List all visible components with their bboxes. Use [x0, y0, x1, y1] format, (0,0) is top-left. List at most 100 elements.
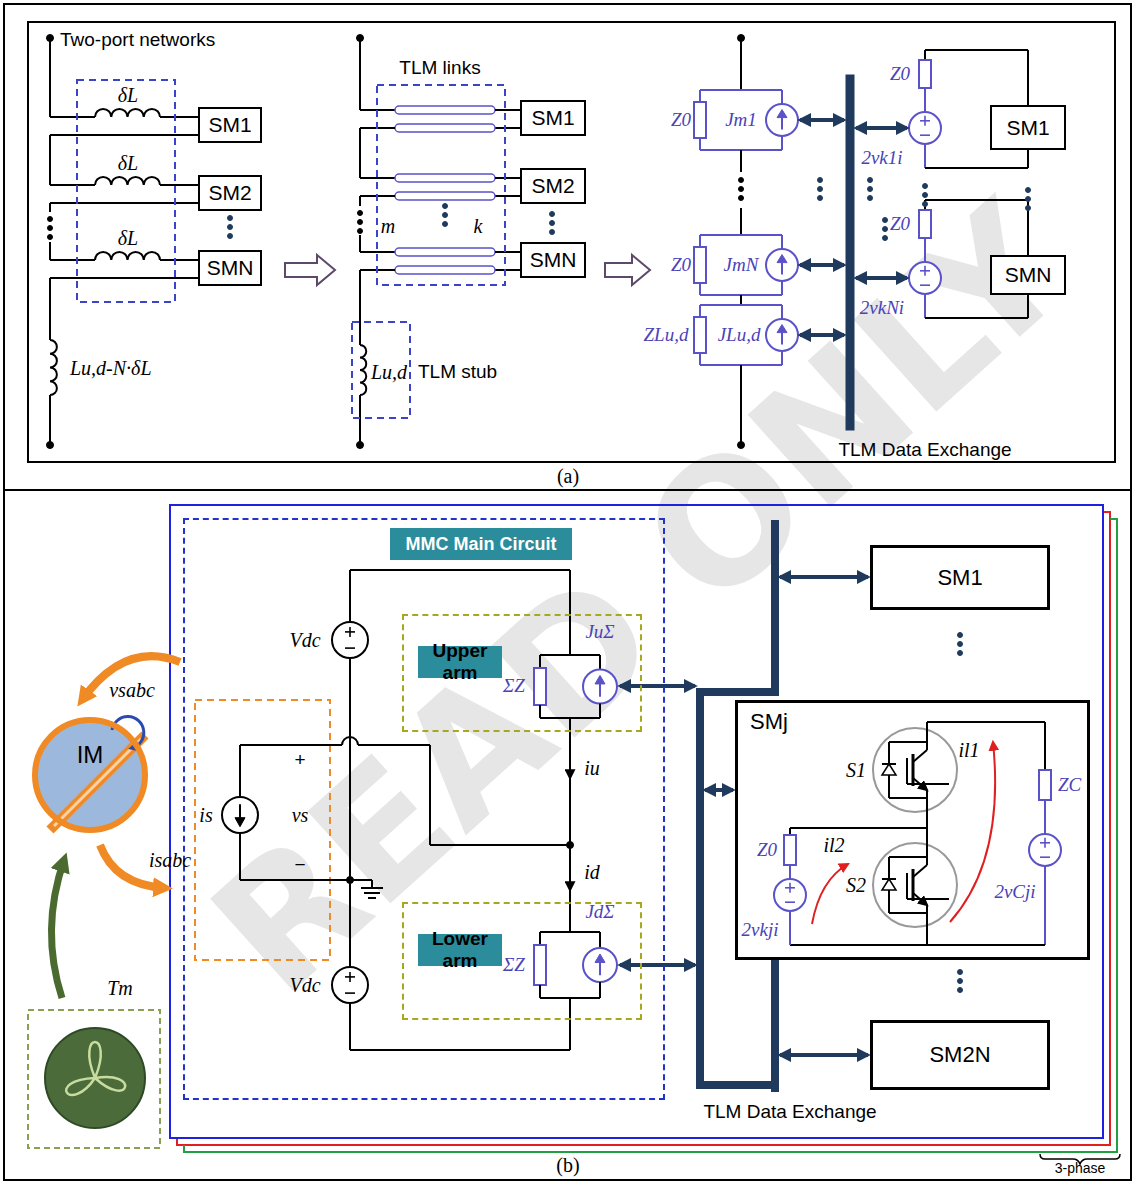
wire: [539, 932, 541, 945]
inductor-symbol: [95, 252, 160, 260]
ellipsis-dot: [868, 178, 873, 183]
wire: [599, 704, 601, 719]
current-arrow: [569, 740, 571, 778]
frame: [4, 489, 1131, 491]
igbt-symbol: [873, 728, 957, 812]
arrow-head: [595, 675, 605, 684]
wire: [925, 317, 1028, 319]
wire: [359, 38, 361, 110]
wire: [599, 982, 601, 998]
wire: [358, 744, 430, 746]
text-label: TLM stub: [418, 361, 497, 383]
wire: [569, 998, 571, 1050]
wire: [699, 90, 701, 102]
wire: [539, 655, 541, 668]
text-label: JuΣ: [585, 621, 614, 643]
text-label: (a): [557, 465, 579, 488]
wire: [699, 353, 701, 365]
wire: [569, 570, 571, 655]
wire: [359, 128, 361, 178]
text-label: Z0: [671, 109, 691, 131]
diode-symbol: [882, 879, 896, 890]
wire: [790, 827, 927, 829]
ellipsis-dot: [923, 184, 928, 189]
wire: [740, 295, 742, 305]
text-label: ΣZ: [503, 675, 525, 697]
ellipsis-dot: [818, 178, 823, 183]
double-arrow: [780, 575, 868, 579]
wire: [789, 828, 791, 835]
wire: [1044, 866, 1046, 945]
dashed-group: [28, 1010, 160, 1148]
junction-dot: [47, 442, 54, 449]
wire: [1044, 722, 1046, 770]
tlm-link: [395, 106, 495, 114]
wire: [49, 135, 51, 185]
text-label: δL: [118, 227, 138, 250]
tlm-link: [395, 124, 495, 132]
double-arrow: [800, 118, 844, 122]
voltage-source-symbol: [909, 262, 941, 294]
wire: [350, 879, 372, 881]
double-arrow: [780, 1053, 868, 1057]
ellipsis-dot: [358, 220, 363, 225]
gate: [907, 898, 949, 900]
wire: [924, 294, 926, 318]
ellipsis-dot: [443, 213, 448, 218]
wire: [700, 304, 782, 306]
minus-mark: [1040, 856, 1050, 858]
plus-mark: [924, 266, 926, 276]
source-arrow: [781, 333, 783, 345]
text-label: Z0: [671, 254, 691, 276]
wire: [1044, 800, 1046, 834]
current-path: [812, 864, 848, 924]
submodule-box: SMj: [735, 700, 1090, 960]
wire: [350, 1049, 570, 1051]
igbt-symbol: [873, 843, 957, 927]
ellipsis-dot: [1026, 206, 1031, 211]
voltage-source-symbol: [1029, 834, 1061, 866]
ellipsis-dot: [1026, 197, 1031, 202]
current-source-symbol: [766, 249, 798, 281]
resistor-symbol: [534, 668, 546, 705]
torque-arrow: [51, 860, 64, 998]
wire: [360, 251, 395, 253]
arrow-head: [777, 255, 787, 263]
current-source-symbol: [222, 797, 258, 833]
igbt-base: [912, 754, 915, 786]
ellipsis-dot: [739, 196, 744, 201]
ellipsis-dot: [48, 226, 53, 231]
transform-arrow: [285, 255, 335, 285]
source-arrow: [239, 804, 241, 818]
wire: [49, 395, 51, 445]
arrow-head: [777, 325, 787, 333]
wire: [599, 932, 601, 948]
node-label: SM2: [531, 174, 574, 198]
text-label: (b): [556, 1154, 579, 1177]
ellipsis-dot: [923, 193, 928, 198]
ellipsis-dot: [358, 229, 363, 234]
text-label: il1: [958, 739, 979, 762]
wire: [926, 728, 928, 750]
double-arrow: [800, 333, 844, 337]
wire: [781, 90, 783, 104]
wire: [889, 741, 927, 743]
dashed-group: [377, 85, 505, 285]
node-label: SMj: [750, 709, 788, 735]
resistor-symbol: [694, 317, 706, 353]
wire: [699, 138, 701, 150]
ellipsis-dot: [958, 970, 963, 975]
wire: [50, 184, 95, 186]
node-label: SM1: [208, 113, 251, 137]
wire: [781, 305, 783, 319]
wire: [495, 195, 520, 197]
wire: [349, 570, 351, 622]
double-arrow: [620, 963, 695, 967]
wire: [699, 283, 701, 295]
voltage-source-symbol: [774, 879, 806, 911]
ellipsis-dot: [818, 196, 823, 201]
arrow-head: [595, 954, 605, 963]
wire: [160, 184, 198, 186]
plus-mark: [349, 972, 351, 982]
